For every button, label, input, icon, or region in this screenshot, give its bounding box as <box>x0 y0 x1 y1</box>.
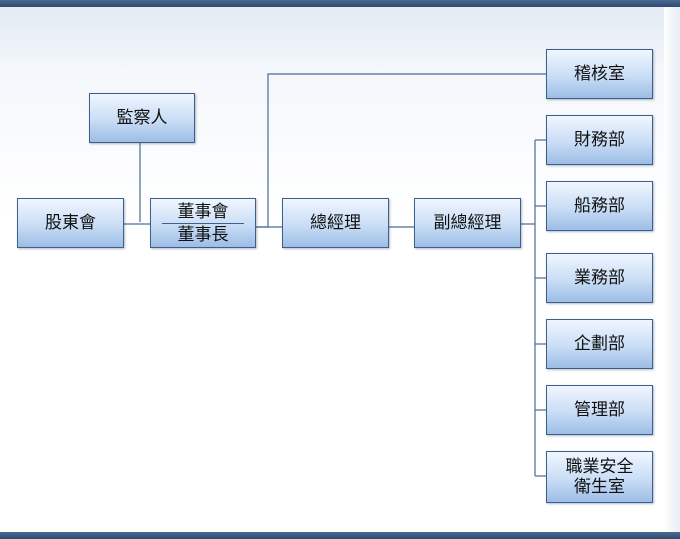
right-edge-shade <box>664 7 680 532</box>
board-divider <box>162 222 244 224</box>
bottom-border-bar <box>0 532 680 539</box>
node-planning-dept: 企劃部 <box>546 319 653 369</box>
node-management-dept: 管理部 <box>546 385 653 435</box>
board-label: 董事會 <box>177 201 229 222</box>
node-general-manager: 總經理 <box>282 198 389 248</box>
node-shipping-dept: 船務部 <box>546 181 653 231</box>
node-finance-dept: 財務部 <box>546 115 653 165</box>
chairman-label: 董事長 <box>177 224 229 245</box>
node-safety-office: 職業安全 衛生室 <box>546 451 653 503</box>
node-business-dept: 業務部 <box>546 253 653 303</box>
node-supervisor: 監察人 <box>89 93 195 143</box>
top-border-bar <box>0 0 680 7</box>
node-deputy-general-manager: 副總經理 <box>414 198 521 248</box>
node-board: 董事會 董事長 <box>150 198 256 248</box>
safety-label-line1: 職業安全 <box>565 457 634 477</box>
node-audit-office: 稽核室 <box>546 49 653 99</box>
safety-label-line2: 衛生室 <box>574 477 625 497</box>
node-shareholders: 股東會 <box>17 198 124 248</box>
